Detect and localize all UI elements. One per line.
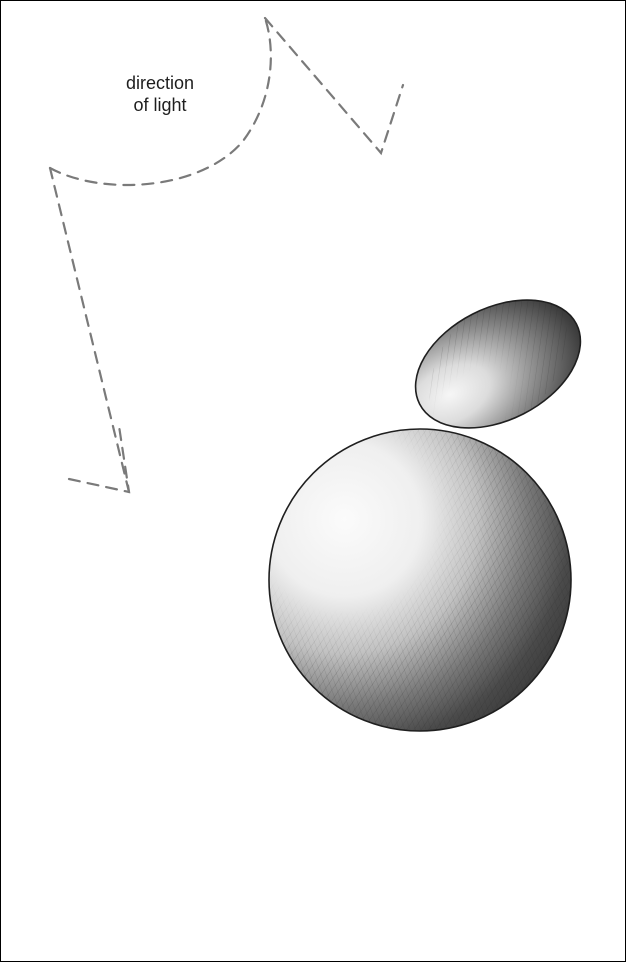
ellipsoid-shape: [394, 274, 602, 454]
direction-of-light-label: direction of light: [85, 72, 235, 116]
sphere-shape: [269, 429, 571, 731]
label-line-2: of light: [85, 94, 235, 116]
label-line-1: direction: [85, 72, 235, 94]
